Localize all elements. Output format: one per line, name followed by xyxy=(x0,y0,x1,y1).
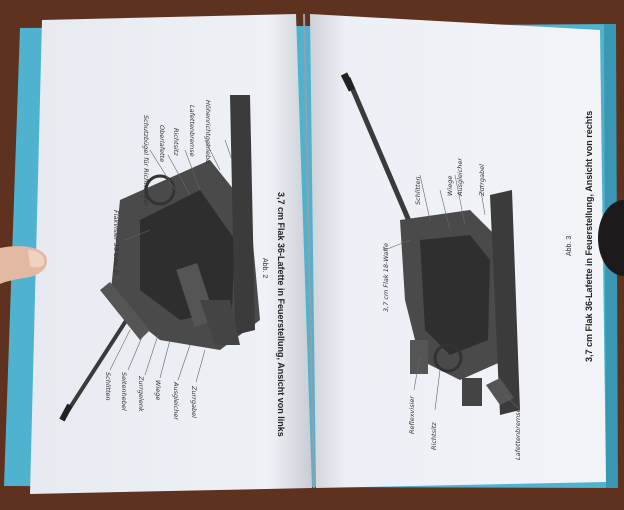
left-label: Zurrgelenk xyxy=(137,376,145,412)
right-label: Reflexvisier xyxy=(408,395,416,434)
left-label: Flakvisier 36 bzw. D xyxy=(112,210,120,275)
right-gun-illustration xyxy=(340,72,520,415)
left-label: Zurrgabel xyxy=(190,386,198,418)
right-label: Zurrgabel xyxy=(478,164,486,196)
left-label: Richtsitz xyxy=(172,128,180,156)
left-label: Seitenhebel xyxy=(120,372,128,411)
right-label: Lafettenbremse xyxy=(514,408,522,460)
right-label: Ausgleicher xyxy=(456,157,464,196)
right-figure-caption: 3,7 cm Flak 36-Lafette in Feuerstellung,… xyxy=(584,110,594,362)
left-label: Schutzbügel für Richtwinkel xyxy=(142,115,150,206)
right-label: 3,7 cm Flak 18-Waffe xyxy=(382,243,390,312)
left-label: Oberlafette xyxy=(158,125,166,163)
left-label: Lafettenbremse xyxy=(188,105,196,157)
dark-object xyxy=(598,200,624,276)
label-leader-lines xyxy=(109,139,521,411)
right-figure-number: Abb. 3 xyxy=(566,235,573,256)
left-label: Höhenrichtgetriebe xyxy=(204,100,212,164)
left-gun-illustration xyxy=(59,95,260,422)
left-figure-caption: 3,7 cm Flak 36-Lafette in Feuerstellung,… xyxy=(276,192,286,437)
right-label: Richtsitz xyxy=(430,422,438,450)
right-label: Wiege xyxy=(446,175,454,196)
left-label: Ausgleicher xyxy=(172,382,180,421)
left-label: Schlitten xyxy=(104,372,112,401)
left-figure-number: Abb. 2 xyxy=(261,258,268,279)
right-label: Schlitten xyxy=(414,176,422,205)
book-spine xyxy=(303,13,315,489)
left-label: Wiege xyxy=(154,380,162,401)
